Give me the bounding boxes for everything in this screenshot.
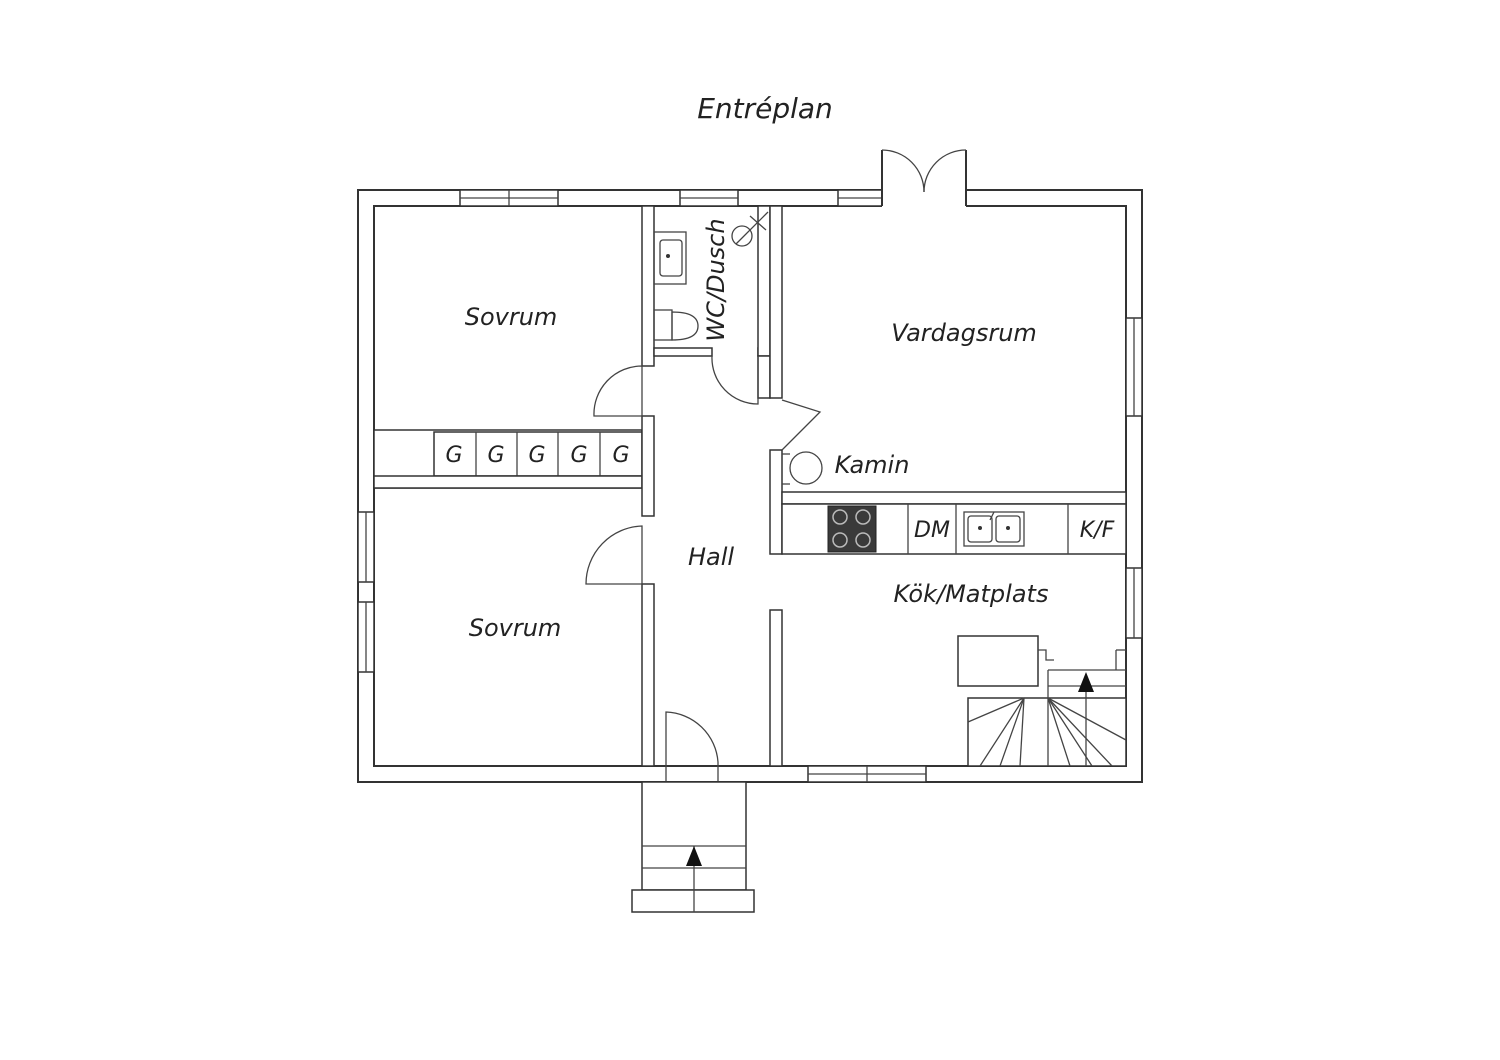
label-hall: Hall bbox=[688, 543, 734, 571]
inner-staircase bbox=[957, 635, 1127, 767]
label-bathroom: WC/Dusch bbox=[702, 218, 730, 341]
wardrobe-label: G bbox=[528, 443, 545, 468]
interior-walls bbox=[373, 205, 1127, 767]
label-bedroom-top: Sovrum bbox=[465, 303, 558, 331]
wardrobe-label: G bbox=[612, 443, 629, 468]
windows bbox=[357, 189, 1143, 783]
entrance-stairs bbox=[631, 781, 755, 913]
wardrobe-label: G bbox=[445, 443, 462, 468]
door-swings bbox=[585, 355, 822, 837]
fireplace bbox=[782, 451, 823, 485]
label-fireplace: Kamin bbox=[835, 451, 910, 479]
label-fridge-freezer: K/F bbox=[1080, 518, 1115, 543]
label-bedroom-bottom: Sovrum bbox=[469, 614, 562, 642]
balcony-door bbox=[881, 149, 967, 210]
wardrobe-label: G bbox=[570, 443, 587, 468]
stove bbox=[827, 505, 877, 553]
bathroom-fixtures bbox=[653, 211, 769, 341]
label-kitchen: Kök/Matplats bbox=[894, 580, 1049, 608]
plan-title: Entréplan bbox=[697, 92, 833, 125]
wardrobe-label: G bbox=[487, 443, 504, 468]
kitchen-counter bbox=[781, 503, 1127, 555]
label-dishwasher: DM bbox=[914, 518, 950, 543]
sink bbox=[963, 511, 1025, 547]
label-living-room: Vardagsrum bbox=[891, 319, 1037, 347]
